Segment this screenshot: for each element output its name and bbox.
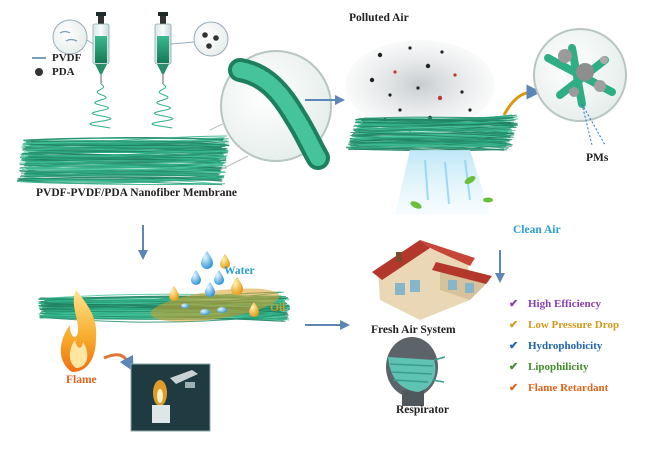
property-item: ✔ Lipophilicity (509, 356, 619, 377)
pm-particle (468, 108, 472, 112)
oil-label: Oil (270, 302, 286, 314)
property-item: ✔ Hydrophobicity (509, 335, 619, 356)
check-icon: ✔ (509, 361, 519, 373)
clean-air-stream (395, 150, 493, 215)
pm-particle (377, 52, 383, 58)
fiber-strand (23, 137, 224, 141)
check-icon: ✔ (509, 319, 519, 331)
fiber-strand (358, 119, 516, 125)
fiber-strand (26, 172, 221, 176)
fresh-air-system-house-icon (372, 240, 492, 320)
property-item: ✔ High Efficiency (509, 293, 619, 314)
property-item: ✔ Low Pressure Drop (509, 314, 619, 335)
syringe-pvdf-icon (89, 12, 112, 129)
fiber-strand (24, 170, 219, 176)
property-label: Flame Retardant (528, 381, 609, 394)
fiber-strand (18, 176, 223, 182)
fiber-strand (21, 168, 218, 173)
syringe-pda-icon (151, 12, 174, 129)
fiber-strand (362, 122, 519, 126)
flame-label: Flame (66, 374, 97, 386)
flame-icon (60, 290, 97, 372)
fiber-strand (30, 143, 221, 148)
check-icon: ✔ (509, 382, 519, 394)
pm-capture-zoom-circle (502, 28, 627, 146)
fresh-air-system-label: Fresh Air System (371, 324, 456, 336)
pm-particle (425, 63, 431, 69)
fiber-strand (361, 121, 514, 128)
fiber-strand (19, 162, 225, 166)
pda-dot-marker (35, 68, 43, 76)
respirator-label: Respirator (396, 404, 450, 416)
property-label: Low Pressure Drop (528, 318, 620, 331)
filter-membrane (345, 114, 519, 151)
water-droplets (181, 251, 227, 315)
membrane-label: PVDF-PVDF/PDA Nanofiber Membrane (36, 187, 238, 199)
fiber-strand (21, 149, 224, 157)
check-icon: ✔ (509, 340, 519, 352)
fiber-strand (349, 144, 503, 151)
fiber-strand (359, 132, 514, 138)
property-label: Hydrophobicity (528, 339, 603, 352)
fiber-strand (358, 125, 509, 130)
legend-label-pda: PDA (52, 66, 75, 78)
fiber-strand (25, 152, 225, 159)
fiber-strand (30, 140, 230, 147)
respirator-head-icon (386, 337, 446, 406)
pda-solution-bubble (170, 21, 229, 57)
pvdf-line-marker (32, 57, 46, 59)
pm-particle (453, 73, 457, 77)
oil-droplets (169, 254, 259, 317)
pm-particle (388, 93, 392, 97)
nanofiber-membrane-mat (17, 135, 230, 186)
polluted-air-smoke (345, 40, 495, 132)
pms-label: PMs (586, 152, 609, 164)
polluted-air-label: Polluted Air (349, 12, 409, 24)
check-icon: ✔ (509, 298, 519, 310)
fiber-strand (356, 135, 507, 140)
legend: PVDF PDA (32, 51, 81, 79)
water-label: Water (224, 265, 255, 277)
fiber-strand (356, 136, 506, 143)
pm-particle (369, 77, 375, 83)
pm-particle (460, 90, 464, 94)
fiber-strand (349, 144, 509, 149)
property-label: Lipophilicity (528, 360, 589, 373)
fiber-strand (348, 140, 511, 145)
legend-item-pvdf: PVDF (32, 51, 81, 65)
pm-particle (416, 86, 420, 90)
pm-particle (437, 95, 443, 101)
pm-particle (440, 50, 444, 54)
legend-label-pvdf: PVDF (52, 52, 82, 64)
fiber-strand (26, 175, 225, 181)
property-label: High Efficiency (528, 297, 602, 310)
fiber-strand (359, 129, 509, 135)
property-item: ✔ Flame Retardant (509, 377, 619, 398)
fiber-strand (19, 174, 223, 178)
legend-item-pda: PDA (32, 65, 81, 79)
flame-test-photo (130, 363, 211, 432)
flame-test-arrow (103, 353, 134, 372)
fiber-zoom-circle (209, 50, 332, 171)
fiber-strand (21, 180, 225, 186)
oil-layer (150, 288, 280, 322)
pvdf-solution-bubble (52, 19, 94, 55)
fiber-strand (27, 155, 226, 161)
fiber-strand (354, 134, 509, 140)
pm-particle (398, 108, 402, 112)
clean-air-label: Clean Air (513, 224, 561, 236)
pm-particle (408, 46, 412, 50)
property-list: ✔ High Efficiency ✔ Low Pressure Drop ✔ Hyd… (509, 293, 619, 398)
pm-particle (393, 70, 397, 74)
fiber-strand (358, 116, 510, 120)
fiber-strand (364, 117, 514, 122)
